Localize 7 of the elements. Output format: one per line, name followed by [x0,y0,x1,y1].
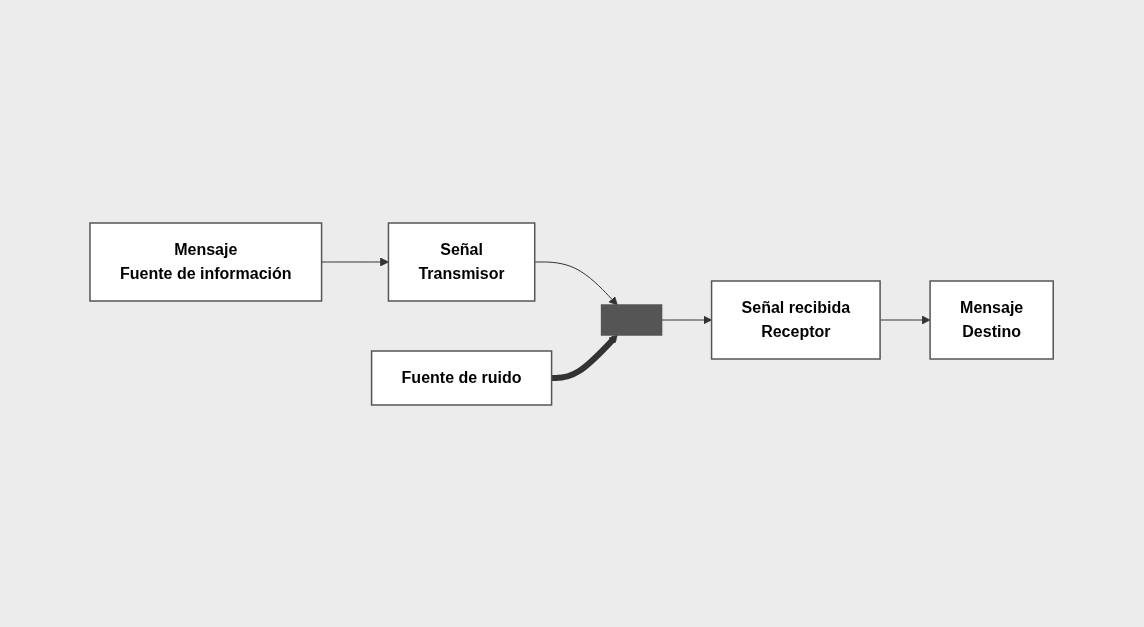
node-box: Mensaje Fuente de información [89,221,323,302]
node-box [601,303,663,336]
node-box: Fuente de ruido [371,349,553,406]
node-box: Mensaje Destino [929,279,1055,360]
arrow [551,334,619,381]
node-box: Señal Transmisor [388,221,536,302]
node-box: Señal recibida Receptor [711,279,882,360]
